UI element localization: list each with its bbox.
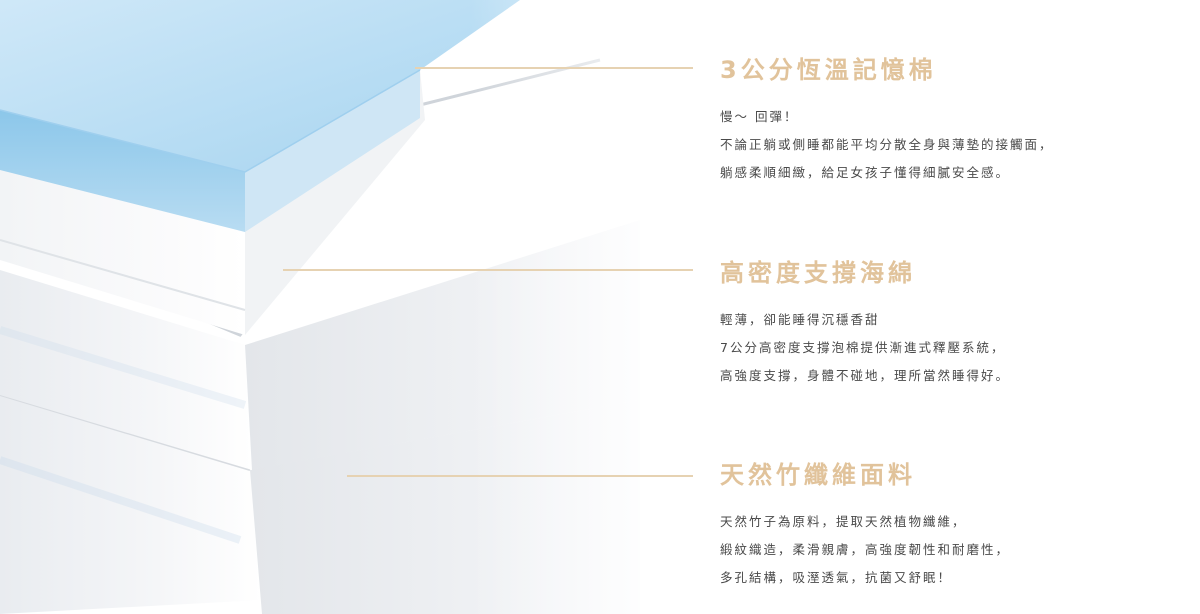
feature-line: 多孔結構，吸溼透氣，抗菌又舒眠！ [720,570,953,585]
feature-line: 不論正躺或側睡都能平均分散全身與薄墊的接觸面， [720,137,1054,152]
feature-line: 天然竹子為原料，提取天然植物纖維， [720,514,967,529]
leader-line-support-foam [283,269,693,271]
feature-line: 躺感柔順細緻，給足女孩子懂得細膩安全感。 [720,165,1011,180]
feature-title: 高密度支撐海綿 [720,259,916,287]
feature-bamboo-fabric: 天然竹纖維面料 天然竹子為原料，提取天然植物纖維， 緞紋織造，柔滑親膚，高強度韌… [720,460,1180,592]
mattress-illustration [0,0,640,614]
feature-line: 輕薄，卻能睡得沉穩香甜 [720,312,880,327]
feature-line: 緞紋織造，柔滑親膚，高強度韌性和耐磨性， [720,542,1011,557]
leader-line-memory-foam [415,67,693,69]
feature-support-foam: 高密度支撐海綿 輕薄，卻能睡得沉穩香甜 7公分高密度支撐泡棉提供漸進式釋壓系統，… [720,258,1180,390]
leader-line-bamboo-fabric [347,475,693,477]
feature-memory-foam: 3公分恆溫記憶棉 慢～ 回彈！ 不論正躺或側睡都能平均分散全身與薄墊的接觸面， … [720,55,1180,187]
feature-title: 3公分恆溫記憶棉 [720,56,937,84]
feature-line: 高強度支撐，身體不碰地，理所當然睡得好。 [720,368,1011,383]
feature-line: 7公分高密度支撐泡棉提供漸進式釋壓系統， [720,340,1006,355]
feature-line: 慢～ 回彈！ [720,109,799,124]
feature-title: 天然竹纖維面料 [720,461,916,489]
